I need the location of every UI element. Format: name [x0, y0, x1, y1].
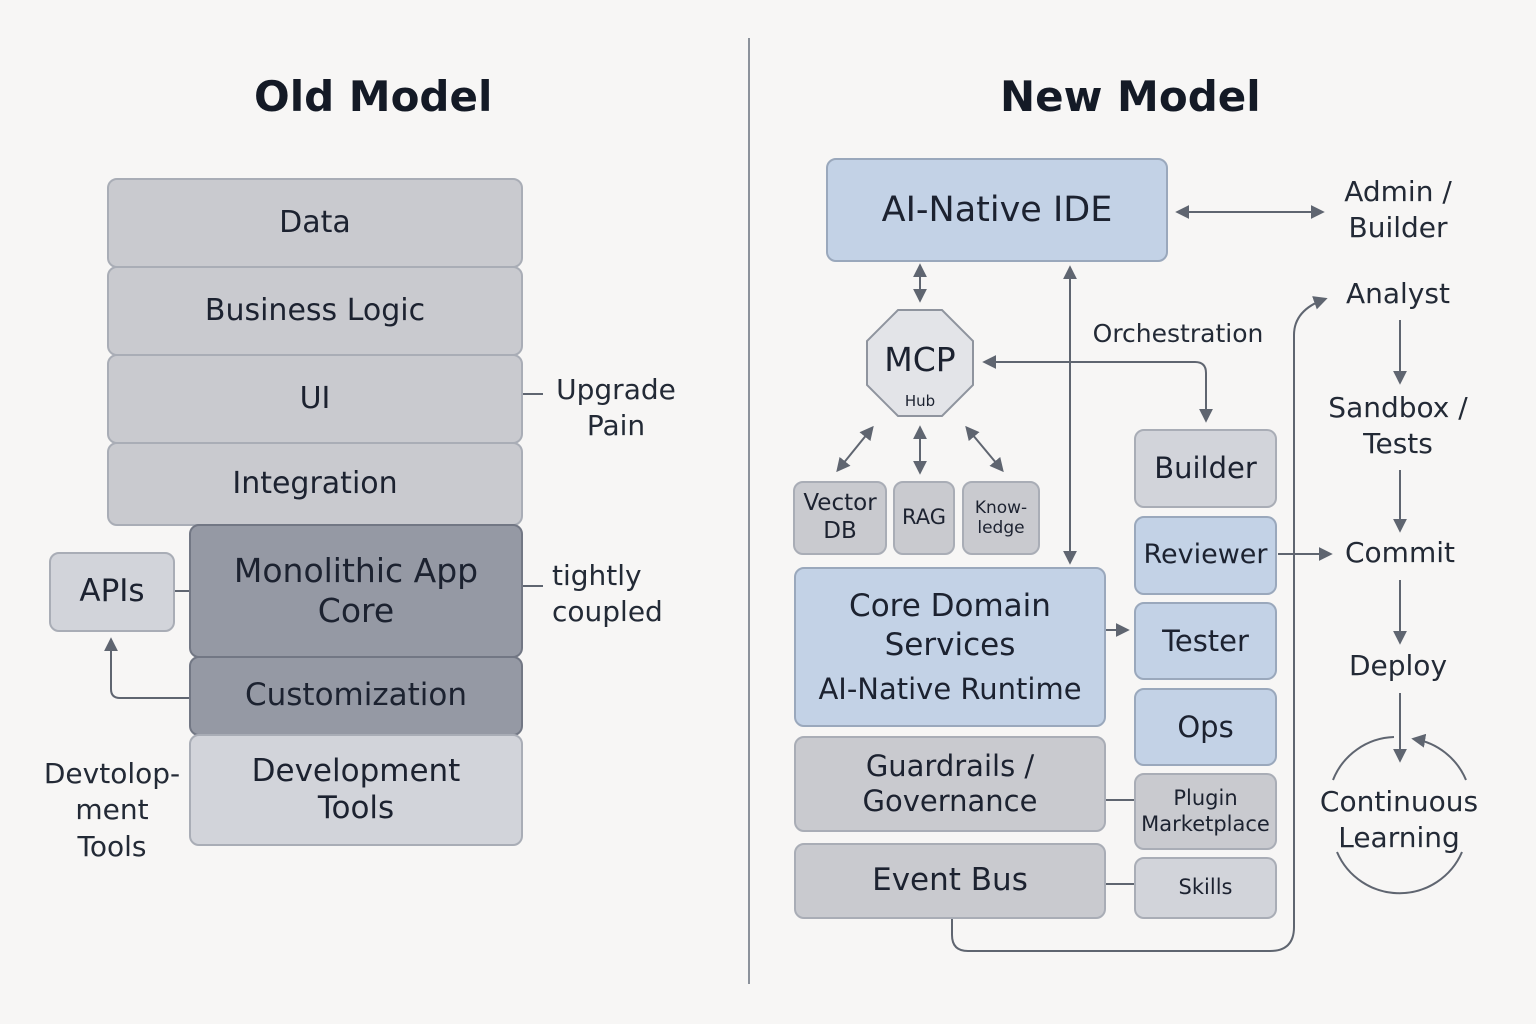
monolithic-core-label: Monolithic App Core: [233, 551, 479, 630]
plugin-marketplace-box: Plugin Marketplace: [1134, 773, 1277, 850]
knowledge-box: Know- ledge: [962, 481, 1040, 555]
tester-agent-box: Tester: [1134, 602, 1277, 680]
commit-step: Commit: [1345, 536, 1455, 569]
builder-agent-label: Builder: [1154, 451, 1257, 486]
guardrails-label: Guardrails / Governance: [862, 749, 1038, 818]
business-logic-layer: Business Logic: [107, 266, 523, 356]
mcp-label: MCP: [884, 340, 956, 379]
core-domain-box: Core Domain Services AI-Native Runtime: [794, 567, 1106, 727]
old-model-title: Old Model: [254, 72, 493, 121]
core-domain-line1: Core Domain: [849, 588, 1051, 625]
data-layer-label: Data: [279, 205, 351, 240]
continuous-learning-loop: [1336, 851, 1463, 895]
vector-db-label: Vector DB: [803, 490, 877, 544]
continuous-learning-step: Continuous Learning: [1319, 785, 1479, 855]
ops-agent-label: Ops: [1177, 709, 1234, 744]
analyst-step: Analyst: [1346, 277, 1450, 310]
skills-box: Skills: [1134, 857, 1277, 919]
skills-label: Skills: [1178, 875, 1233, 900]
upgrade-pain-note: Upgrade Pain: [556, 373, 676, 443]
vector-db-box: Vector DB: [793, 481, 887, 555]
feedback-loop-arrow: [951, 296, 1328, 952]
apis-box: APIs: [49, 552, 175, 632]
model-divider: [748, 38, 750, 984]
mcp-hub-label: Hub: [904, 392, 936, 410]
core-runtime-line: AI-Native Runtime: [818, 671, 1082, 706]
orchestration-arrow: [982, 355, 1213, 423]
development-tools-layer: Development Tools: [189, 734, 523, 846]
guardrails-box: Guardrails / Governance: [794, 736, 1106, 832]
development-tools-label: Development Tools: [251, 752, 461, 826]
ui-layer-label: UI: [299, 381, 331, 416]
customization-label: Customization: [244, 677, 468, 714]
reviewer-agent-label: Reviewer: [1143, 539, 1268, 571]
mcp-hub: MCP Hub: [865, 308, 975, 418]
knowledge-label: Know- ledge: [974, 497, 1028, 538]
event-bus-label: Event Bus: [872, 862, 1028, 899]
builder-agent-box: Builder: [1134, 429, 1277, 508]
orchestration-label: Orchestration: [1092, 319, 1264, 348]
sandbox-tests-step: Sandbox / Tests: [1328, 391, 1468, 461]
rag-box: RAG: [893, 481, 955, 555]
event-bus-box: Event Bus: [794, 843, 1106, 919]
tester-agent-label: Tester: [1162, 623, 1249, 658]
mcp-octagon-shape: [866, 309, 974, 417]
business-logic-label: Business Logic: [204, 293, 426, 328]
mcp-vectordb-arrow: [836, 425, 874, 473]
apis-label: APIs: [79, 573, 145, 610]
ai-native-ide-label: AI-Native IDE: [881, 190, 1113, 230]
tightly-coupled-note: tightly coupled: [552, 559, 663, 629]
continuous-learning-loop-top: [1332, 736, 1395, 781]
ai-native-ide-box: AI-Native IDE: [826, 158, 1168, 262]
rag-label: RAG: [901, 505, 946, 530]
customization-layer: Customization: [189, 656, 523, 736]
devtools-note: Devtolop- ment Tools: [43, 757, 181, 863]
continuous-learning-loop-right: [1411, 733, 1467, 781]
deploy-step: Deploy: [1348, 649, 1448, 682]
customization-to-apis-arrow: [104, 637, 189, 699]
core-domain-line2: Services: [884, 626, 1016, 663]
admin-builder-label: Admin / Builder: [1344, 175, 1452, 245]
reviewer-agent-box: Reviewer: [1134, 516, 1277, 595]
integration-label: Integration: [232, 466, 398, 501]
monolithic-core-layer: Monolithic App Core: [189, 524, 523, 658]
mcp-knowledge-arrow: [965, 425, 1004, 473]
data-layer: Data: [107, 178, 523, 268]
new-model-title: New Model: [1000, 72, 1261, 121]
plugin-marketplace-label: Plugin Marketplace: [1141, 786, 1270, 836]
ops-agent-box: Ops: [1134, 688, 1277, 766]
